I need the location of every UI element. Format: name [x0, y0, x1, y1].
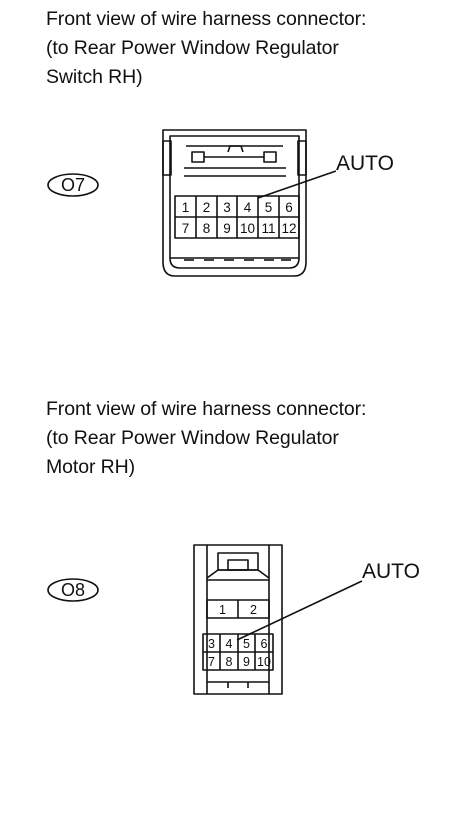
pin-label: 7	[182, 221, 190, 236]
caption-line: Front view of wire harness connector:	[46, 398, 367, 420]
pin-label: 8	[203, 221, 211, 236]
pin-label: 9	[243, 655, 250, 669]
pin-label: 8	[226, 655, 233, 669]
connector-o8-caption: Front view of wire harness connector: (t…	[46, 395, 366, 482]
auto-leader-line	[236, 580, 363, 641]
pin-label: 5	[243, 637, 250, 651]
connector-o7-id: O7	[61, 175, 85, 195]
connector-o8	[193, 544, 283, 695]
pin-label: 12	[281, 221, 296, 236]
caption-line: Switch RH)	[46, 66, 143, 88]
pin-label: 10	[240, 221, 255, 236]
pin-label: 2	[203, 200, 211, 215]
pin-label: 4	[244, 200, 252, 215]
auto-label: AUTO	[362, 560, 420, 583]
connector-o7-caption: Front view of wire harness connector: (t…	[46, 5, 366, 92]
caption-line: Motor RH)	[46, 456, 136, 478]
connector-o8-id-oval	[47, 578, 99, 602]
pin-label: 3	[208, 637, 215, 651]
pin-label: 11	[261, 221, 275, 236]
pin-label: 1	[219, 603, 226, 617]
pin-label: 10	[257, 655, 271, 669]
pin-label: 5	[265, 200, 273, 215]
connector-o8-id: O8	[61, 580, 85, 600]
caption-line: Front view of wire harness connector:	[46, 8, 367, 30]
pin-label: 4	[226, 637, 233, 651]
caption-line: (to Rear Power Window Regulator	[46, 427, 339, 449]
pin-label: 6	[285, 200, 293, 215]
pin-label: 2	[250, 603, 257, 617]
pin-label: 1	[182, 200, 190, 215]
connector-o7-id-oval	[47, 173, 99, 197]
pin-label: 9	[223, 221, 231, 236]
pin-label: 7	[208, 655, 215, 669]
auto-leader-line	[257, 170, 337, 199]
pin-label: 6	[261, 637, 268, 651]
connector-o7	[162, 129, 307, 277]
auto-label: AUTO	[336, 152, 394, 175]
caption-line: (to Rear Power Window Regulator	[46, 37, 339, 59]
pin-label: 3	[223, 200, 231, 215]
